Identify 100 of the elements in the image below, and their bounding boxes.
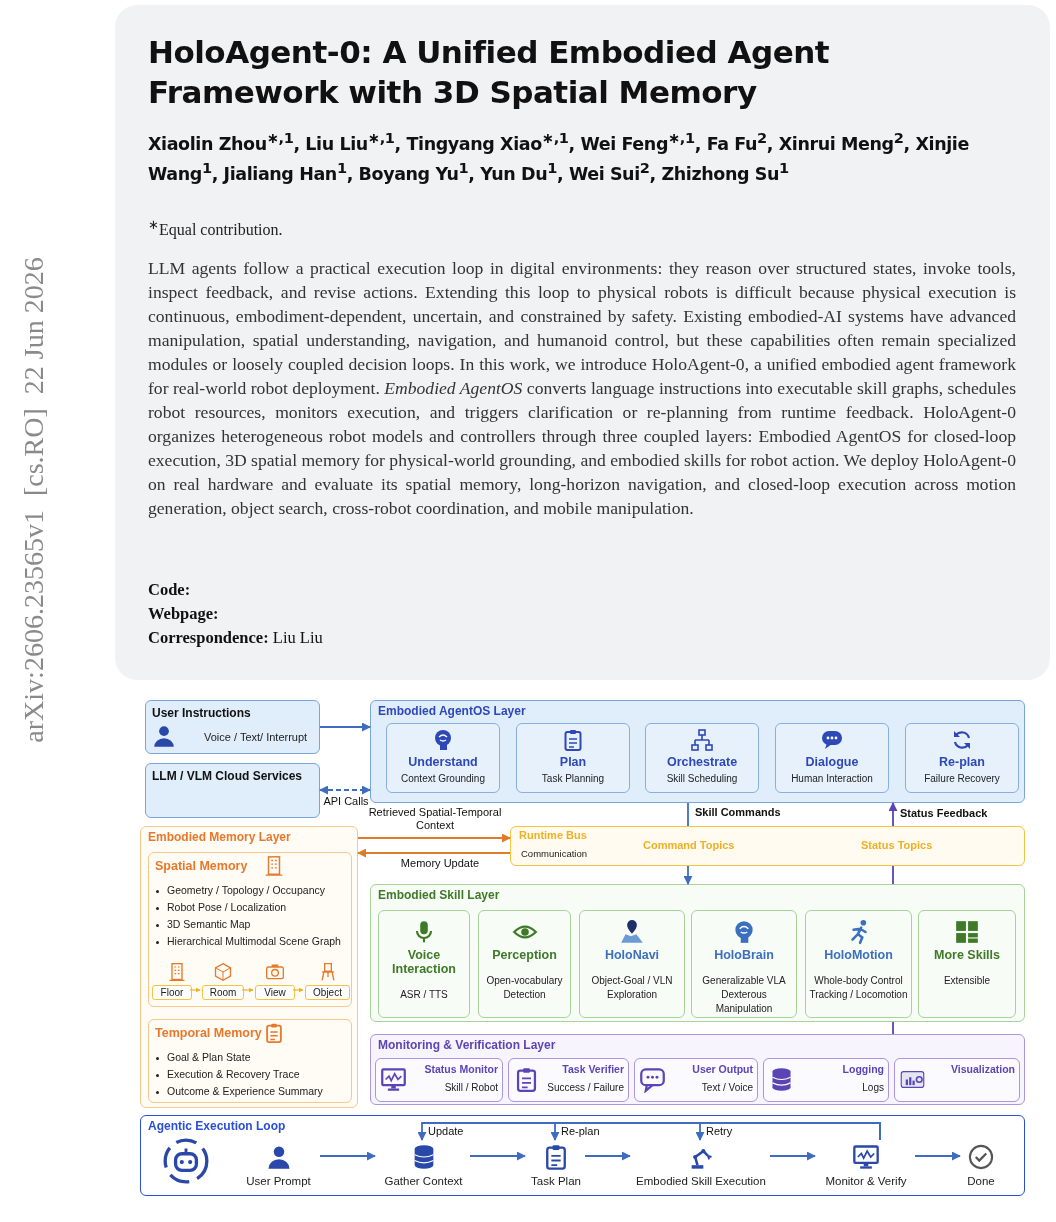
- layer-panel: [370, 884, 1025, 1022]
- memory-panel: [148, 1019, 352, 1103]
- panel-subtitle: Voice / Text/ Interrupt: [204, 731, 308, 743]
- card-title: Voice Interaction: [391, 948, 457, 976]
- level-tag: [255, 985, 295, 1000]
- footnote: $^{∗}$Equal contribution.: [148, 217, 283, 240]
- skill-card: [805, 910, 912, 1018]
- webpage-label: Webpage:: [148, 604, 219, 624]
- paper-title: HoloAgent-0: A Unified Embodied Agent Framework with 3D Spatial Memory: [148, 33, 831, 112]
- skill-card: [691, 910, 797, 1018]
- arrow: [241, 987, 254, 993]
- card-title: Plan: [558, 755, 588, 769]
- step-label: Embodied Skill Execution: [635, 1175, 767, 1187]
- step-label: Done: [966, 1175, 996, 1187]
- module-card: [763, 1058, 889, 1102]
- arrow: [769, 1151, 816, 1161]
- memory-panel: [148, 852, 352, 1007]
- arrow: [319, 785, 371, 795]
- skill-card: [478, 910, 571, 1018]
- author-list: Xiaolin Zhou$^{∗,1}$, Liu Liu$^{∗,1}$, Tingyang Xiao$^{∗,1}$, Wei Feng$^{∗,1}$, Fa Fu$^{2}$, Xinrui Meng$^{2}$, Xinjie Wang$^{1}$, Jialiang Han$^{1}$, Boyang Yu$^{1}$, Yun Du$^{1}$, Wei Sui$^{2}$, Zhizhong Su$^{1}$: [148, 126, 1018, 186]
- card-subtitle: ASR / TTS: [399, 988, 449, 1002]
- panel-title: Temporal Memory: [155, 1026, 262, 1040]
- bus-title: Runtime Bus: [519, 829, 587, 841]
- card-title: Visualization: [951, 1063, 1015, 1075]
- level-tag: [202, 985, 244, 1000]
- layer-title: Monitoring & Verification Layer: [378, 1038, 556, 1052]
- module-card: [634, 1058, 758, 1102]
- card-title: Status Monitor: [424, 1063, 498, 1075]
- card-subtitle: Context Grounding: [400, 772, 486, 786]
- card-title: Task Verifier: [562, 1063, 624, 1075]
- step-label: User Prompt: [245, 1175, 312, 1187]
- card-subtitle: Object-Goal / VLN Exploration: [590, 974, 674, 1002]
- card-title: HoloNavi: [603, 948, 661, 962]
- topic-label: Status Topics: [861, 839, 933, 851]
- arxiv-identifier: arXiv:2606.23565v1 [cs.RO] 22 Jun 2026: [18, 257, 50, 743]
- panel-title: Spatial Memory: [155, 859, 248, 873]
- arrow: [292, 987, 304, 993]
- tag-label: View: [263, 987, 287, 998]
- card-title: HoloBrain: [713, 948, 775, 962]
- module-card: [386, 723, 500, 793]
- arrow: [584, 1151, 631, 1161]
- list-item: 3D Semantic Map: [167, 918, 251, 930]
- card-subtitle: Success / Failure: [547, 1082, 624, 1093]
- topic-label: Command Topics: [643, 839, 735, 851]
- list-item: Goal & Plan State: [167, 1051, 251, 1063]
- card-title: Orchestrate: [665, 755, 739, 769]
- abstract-paragraph: LLM agents follow a practical execution loop in digital environments: they reason over structured states, invoke tools, inspect feedback, and revise actions. Extending this loop to physical robots is difficult because physical execution is continuous, embodiment-dependent, uncertain, and constrained by safety. Existing embodied-AI systems have advanced manipulation, spatial understanding, navigation, and humanoid control, but these capabilities often remain specialized modules or loosely coupled decision loops. In this work, we introduce HoloAgent-0, a unified embodied agent framework for real-world robot deployment. Embodied AgentOS converts language instructions into executable skill graphs, schedules robot resources, monitors execution, and triggers clarification or re-planning from runtime feedback. HoloAgent-0 organizes heterogeneous robot models and controllers through three coupled layers: Embodied AgentOS for closed-loop execution, 3D spatial memory for physical-world grounding, and embodied skills for robot action. We deploy HoloAgent-0 on real hardware and evaluate its spatial memory, long-horizon navigation, and closed-loop execution across motion generation, object search, cross-robot coordination, and mobile manipulation.: [148, 257, 1016, 520]
- layer-panel: [370, 700, 1025, 803]
- card-subtitle: Logs: [862, 1082, 884, 1093]
- arrow: [469, 1151, 526, 1161]
- arrow: [189, 987, 201, 993]
- skill-card: [579, 910, 685, 1018]
- tag-label: Object: [312, 987, 343, 998]
- card-subtitle: Extensible: [942, 974, 992, 988]
- card-title: Logging: [842, 1063, 884, 1075]
- layer-title: Embodied Skill Layer: [378, 888, 500, 902]
- tag-label: Room: [208, 987, 238, 998]
- layer-title: Agentic Execution Loop: [148, 1119, 286, 1133]
- arrow: [319, 722, 371, 732]
- module-card: [508, 1058, 629, 1102]
- card-subtitle: Task Planning: [540, 772, 606, 786]
- card-title: User Output: [692, 1063, 753, 1075]
- module-card: [894, 1058, 1020, 1102]
- edge-label: API Calls: [322, 795, 370, 808]
- panel-title: User Instructions: [152, 706, 251, 720]
- list-item: Geometry / Topology / Occupancy: [167, 884, 325, 896]
- arrow: [914, 1151, 961, 1161]
- bus-panel: [510, 826, 1025, 866]
- card-title: More Skills: [933, 948, 1001, 962]
- arrow: [357, 833, 511, 843]
- layer-panel: [140, 826, 358, 1108]
- step-label: Gather Context: [383, 1175, 464, 1187]
- card-title: Re-plan: [938, 755, 986, 769]
- card-subtitle: Open-vocabulary Detection: [485, 974, 564, 1002]
- loop-panel: [140, 1115, 1025, 1196]
- list-item: Execution & Recovery Trace: [167, 1068, 300, 1080]
- arrow: [319, 1151, 376, 1161]
- card-title: Perception: [491, 948, 558, 962]
- service-panel: [145, 763, 320, 818]
- layer-panel: [370, 1034, 1025, 1105]
- layer-title: Embodied Memory Layer: [148, 830, 291, 844]
- card-title: Dialogue: [804, 755, 860, 769]
- module-card: [775, 723, 889, 793]
- card-title: HoloMotion: [823, 948, 894, 962]
- arrow: [683, 865, 693, 885]
- panel-title: LLM / VLM Cloud Services: [152, 769, 303, 783]
- layer-title: Embodied AgentOS Layer: [378, 704, 526, 718]
- list-item: Outcome & Experience Summary: [167, 1085, 323, 1097]
- module-card: [905, 723, 1019, 793]
- card-subtitle: Human Interaction: [790, 772, 874, 786]
- list-item: Hierarchical Multimodal Scene Graph: [167, 935, 341, 947]
- card-title: Understand: [407, 755, 479, 769]
- card-subtitle: Skill Scheduling: [665, 772, 739, 786]
- card-subtitle: Skill / Robot: [444, 1082, 498, 1093]
- correspondence-line: Correspondence: Liu Liu: [148, 628, 323, 648]
- input-panel: [145, 700, 320, 754]
- code-link-label: Code:: [148, 580, 191, 600]
- arrow: [888, 802, 898, 827]
- card-subtitle: Text / Voice: [701, 1082, 753, 1093]
- step-label: Task Plan: [530, 1175, 582, 1187]
